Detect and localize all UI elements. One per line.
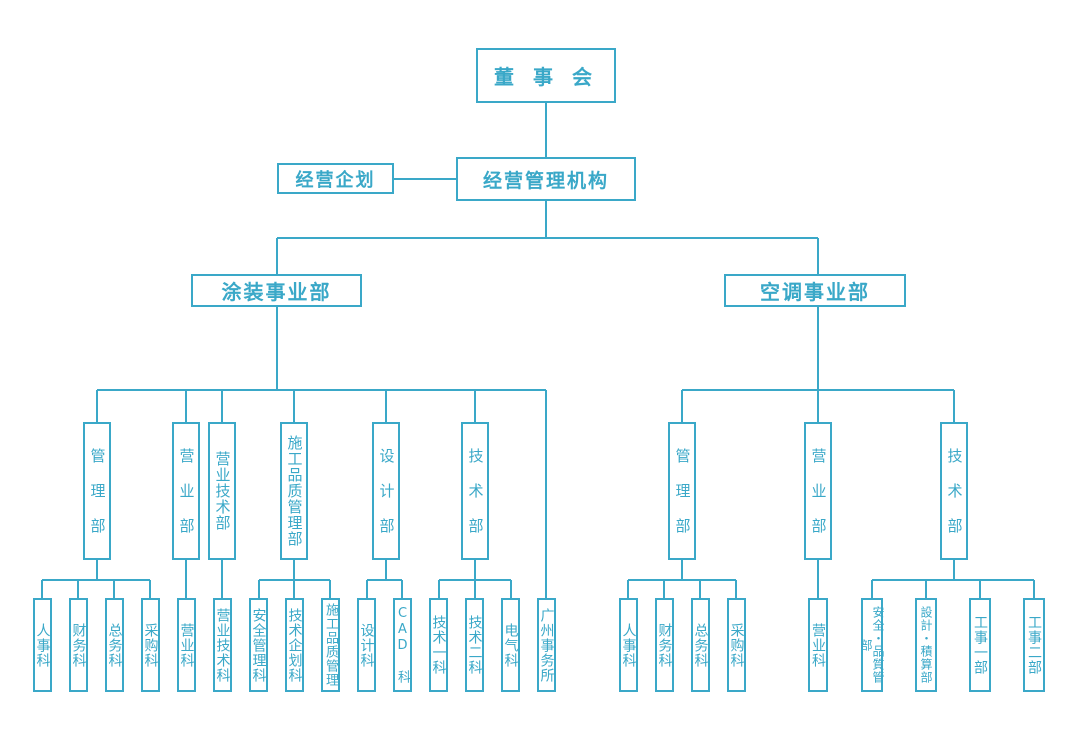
- coating-hr-section: 人事科: [33, 598, 52, 692]
- coating-electric-section: 电气科: [501, 598, 520, 692]
- coating-guangzhou-office: 广州事务所: [537, 598, 556, 692]
- aircon-general-section: 总务科: [691, 598, 710, 692]
- management-box: 经营管理机构: [456, 157, 636, 201]
- coating-quality-section: 施工品质管理: [321, 598, 340, 692]
- coating-tech2-section: 技术二科: [465, 598, 484, 692]
- aircon-purchase-section: 采购科: [727, 598, 746, 692]
- planning-box: 经营企划: [277, 163, 394, 194]
- aircon-construction2-dept: 工事二部: [1023, 598, 1045, 692]
- aircon-admin-dept: 管 理 部: [668, 422, 696, 560]
- aircon-tech-dept: 技 术 部: [940, 422, 968, 560]
- aircon-division-box: 空调事业部: [724, 274, 906, 307]
- coating-general-section: 总务科: [105, 598, 124, 692]
- coating-tech-dept: 技 术 部: [461, 422, 489, 560]
- coating-sales-tech-section: 营业技术科: [213, 598, 232, 692]
- coating-quality-dept: 施工品质管理部: [280, 422, 308, 560]
- coating-cad-section: CAD 科: [393, 598, 412, 692]
- coating-finance-section: 财务科: [69, 598, 88, 692]
- coating-tech-plan-section: 技术企划科: [285, 598, 304, 692]
- aircon-safety-quality-dept: 安全・品質管部: [859, 598, 885, 692]
- coating-sales-dept: 营 业 部: [172, 422, 200, 560]
- aircon-design-estimate-dept: 設計・積算部: [915, 598, 937, 692]
- coating-design-section: 设计科: [357, 598, 376, 692]
- aircon-sales-section: 营业科: [808, 598, 828, 692]
- coating-safety-section: 安全管理科: [249, 598, 268, 692]
- coating-admin-dept: 管 理 部: [83, 422, 111, 560]
- aircon-hr-section: 人事科: [619, 598, 638, 692]
- coating-division-box: 涂装事业部: [191, 274, 362, 307]
- aircon-finance-section: 财务科: [655, 598, 674, 692]
- coating-tech1-section: 技术一科: [429, 598, 448, 692]
- coating-sales-tech-dept: 营业技术部: [208, 422, 236, 560]
- aircon-sales-dept: 营 业 部: [804, 422, 832, 560]
- coating-design-dept: 设 计 部: [372, 422, 400, 560]
- board-box: 董 事 会: [476, 48, 616, 103]
- aircon-construction1-dept: 工事一部: [969, 598, 991, 692]
- coating-purchase-section: 采购科: [141, 598, 160, 692]
- coating-sales-section: 营业科: [177, 598, 196, 692]
